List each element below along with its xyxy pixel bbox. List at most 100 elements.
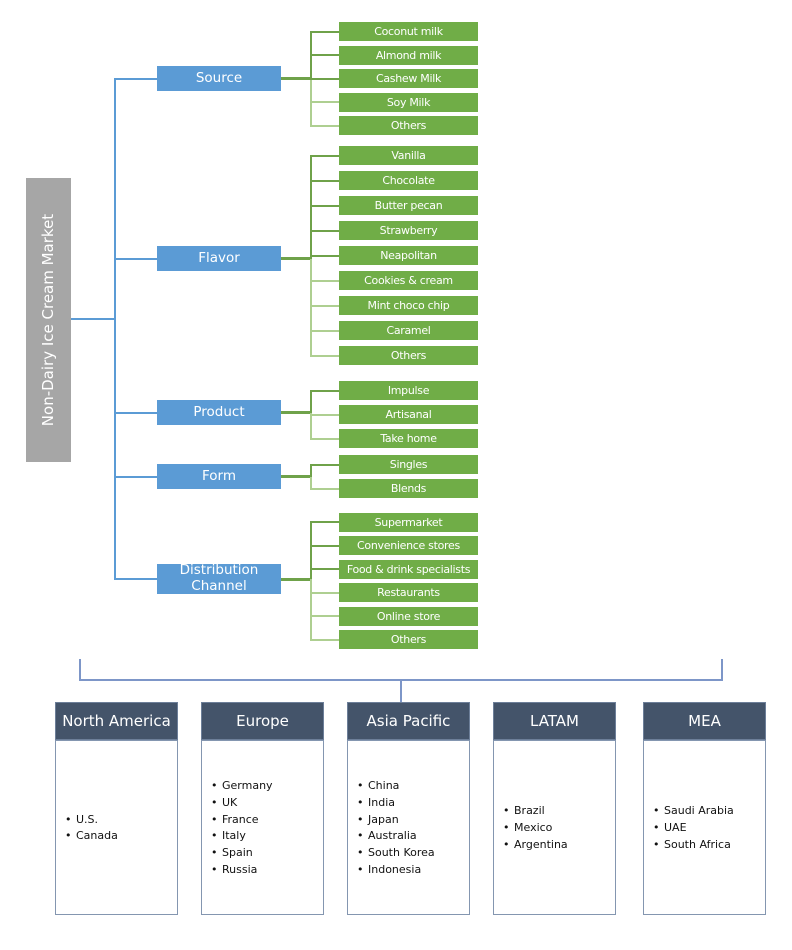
region-country-list: •U.S.• Canada	[56, 811, 177, 845]
item-box: Mint choco chip	[339, 296, 478, 315]
item-box: Singles	[339, 455, 478, 474]
region-country-list: •Brazil•Mexico•Argentina	[494, 802, 615, 852]
country-label: Japan	[368, 812, 399, 826]
bullet-dot: •	[503, 837, 510, 851]
country-label: Indonesia	[368, 862, 422, 876]
list-item: •China	[348, 777, 469, 794]
item-label: Vanilla	[391, 149, 426, 162]
country-label: Mexico	[514, 820, 553, 834]
spine-line	[310, 579, 312, 641]
country-label: Spain	[222, 846, 253, 860]
region-body: •Saudi Arabia•UAE•South Africa	[643, 740, 766, 915]
item-box: Others	[339, 630, 478, 649]
item-label: Cashew Milk	[375, 72, 442, 85]
spine-line	[310, 154, 312, 259]
item-box: Artisanal	[339, 405, 478, 424]
item-box: Cookies & cream	[339, 271, 478, 290]
spine-line	[310, 258, 312, 357]
region-body: •U.S.• Canada	[55, 740, 178, 915]
item-stub-line	[310, 389, 339, 392]
segment-label: Flavor	[198, 249, 240, 266]
item-box: Restaurants	[339, 583, 478, 602]
item-stub-line	[310, 179, 339, 182]
item-label: Cookies & cream	[364, 274, 453, 287]
country-label: Russia	[222, 862, 258, 876]
item-box: Food & drink specialists	[339, 559, 478, 579]
bullet-dot: •	[357, 812, 364, 826]
list-item: •India	[348, 794, 469, 811]
item-box: Impulse	[339, 381, 478, 400]
item-label: Restaurants	[377, 586, 440, 599]
item-stub-line	[310, 487, 339, 490]
item-box: Almond milk	[339, 45, 478, 65]
region-country-list: •China•India•Japan•Australia•South Korea…	[348, 777, 469, 878]
item-label: Chocolate	[382, 174, 435, 187]
item-label: Caramel	[386, 324, 431, 337]
item-label: Singles	[389, 458, 428, 471]
item-label: Butter pecan	[374, 199, 443, 212]
item-label: Take home	[380, 432, 437, 445]
list-item: • Indonesia	[348, 861, 469, 878]
branch-line	[114, 578, 157, 580]
item-stub-line	[310, 54, 339, 56]
item-box: Vanilla	[339, 146, 478, 165]
branch-line	[114, 77, 157, 80]
region-title: Asia Pacific	[366, 712, 451, 730]
country-label: South Korea	[368, 846, 435, 860]
item-stub-line	[310, 463, 339, 466]
list-item: • Japan	[348, 811, 469, 828]
item-box: Neapolitan	[339, 246, 478, 265]
item-box: Soy Milk	[339, 92, 478, 112]
country-label: France	[222, 812, 259, 826]
item-stub-line	[310, 329, 339, 332]
region-country-list: •Saudi Arabia•UAE•South Africa	[644, 802, 765, 852]
item-label: Artisanal	[385, 408, 432, 421]
segment-stub-line	[281, 411, 312, 414]
region-body: •Brazil•Mexico•Argentina	[493, 740, 616, 915]
list-item: •South Africa	[644, 836, 765, 853]
bullet-dot: •	[357, 862, 364, 876]
segment-stub-line	[281, 77, 312, 80]
segment-label: Form	[201, 467, 236, 484]
item-label: Almond milk	[375, 48, 442, 62]
segment-label: Distribution Channel	[179, 562, 259, 594]
country-label: Germany	[222, 779, 273, 792]
bracket-riser-line	[79, 659, 81, 679]
branch-line	[114, 411, 157, 414]
spine-line	[310, 476, 312, 490]
list-item: • France	[202, 811, 323, 828]
country-label: Australia	[368, 829, 417, 843]
item-box: Convenience stores	[339, 536, 478, 555]
trunk-line	[114, 77, 116, 580]
region-title: Europe	[236, 712, 289, 730]
item-label: Others	[390, 633, 427, 646]
country-label: Canada	[76, 829, 118, 843]
region-header: MEA	[643, 702, 766, 740]
region-header: North America	[55, 702, 178, 740]
region-body: •China•India•Japan•Australia•South Korea…	[347, 740, 470, 915]
bullet-dot: •	[357, 779, 364, 792]
list-item: •Germany	[202, 777, 323, 794]
item-box: Others	[339, 116, 478, 135]
item-box: Supermarket	[339, 512, 478, 532]
item-stub-line	[310, 544, 339, 547]
bullet-dot: •	[211, 812, 218, 826]
item-label: Mint choco chip	[367, 299, 450, 312]
item-label: Supermarket	[374, 515, 443, 529]
item-label: Coconut milk	[374, 25, 443, 38]
item-box: Strawberry	[339, 221, 478, 240]
bullet-dot: •	[211, 829, 218, 843]
bullet-dot: •	[211, 862, 218, 876]
bullet-dot: •	[65, 812, 72, 826]
bullet-dot: •	[211, 795, 218, 809]
region-body: •Germany•UK•France•Italy•Spain•Russia	[201, 740, 324, 915]
branch-line	[114, 257, 157, 260]
item-label: Blends	[390, 482, 427, 495]
spine-line	[310, 412, 312, 440]
segment-box-form: Form	[157, 464, 281, 489]
list-item: •U.S.	[56, 811, 177, 828]
list-item: •UAE	[644, 819, 765, 836]
country-label: Argentina	[514, 837, 568, 851]
item-stub-line	[310, 101, 339, 103]
item-label: Others	[390, 119, 427, 132]
